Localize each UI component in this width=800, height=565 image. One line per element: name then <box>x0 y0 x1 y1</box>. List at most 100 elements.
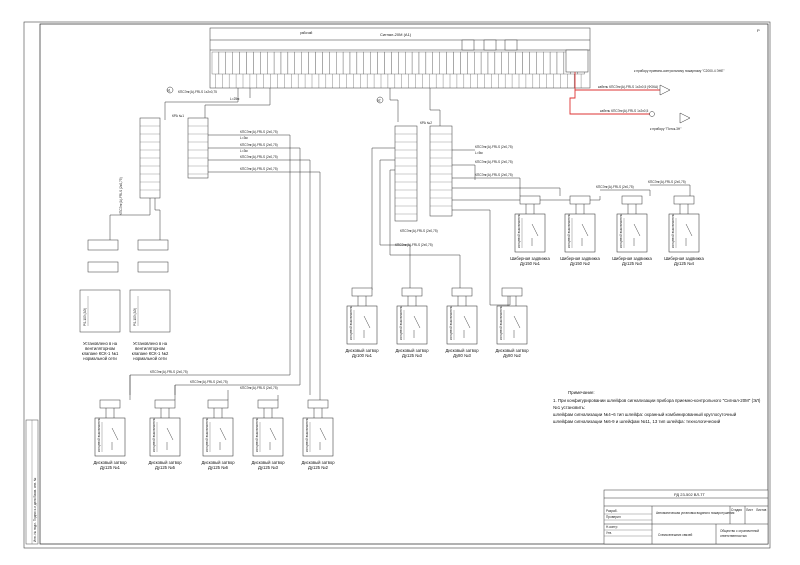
device-connector <box>673 195 695 205</box>
link-potok: к прибору "Поток-3Н" <box>650 127 681 131</box>
panel-terminal <box>391 51 399 75</box>
switch-contact-icon <box>531 223 539 246</box>
device-connector <box>351 287 373 297</box>
device-switch-label: концевой выключатель <box>619 213 623 248</box>
panel-terminal <box>253 51 261 75</box>
panel-terminal <box>336 51 344 75</box>
ref-a-label: а1 <box>167 89 171 93</box>
device-connector <box>257 399 279 409</box>
sheet-corner-label: P <box>757 28 760 33</box>
device-switch-box <box>446 305 478 345</box>
ref-b-label: а2 <box>377 99 381 103</box>
panel-terminal <box>329 51 337 75</box>
device-switch-box <box>346 305 378 345</box>
panel-terminal <box>267 51 275 75</box>
device-switch-label: концевой выключатель <box>152 417 156 452</box>
panel-terminal <box>460 51 468 75</box>
cable-jb-center-7: КПСЭнг(А)-FRLS (2х0,75) <box>395 243 433 247</box>
cable-label-bottom: КПСЭнг(А)-FRLS (2х0,75) <box>190 380 228 384</box>
panel-terminal <box>273 51 282 75</box>
switch-contact-icon <box>513 315 521 338</box>
title-block-code: РД 23-502 ВЛ-ТГ <box>674 492 706 497</box>
device-switch-box <box>94 417 126 457</box>
panel-terminal <box>474 51 482 75</box>
switch-contact-icon <box>219 427 227 450</box>
panel-terminal <box>467 51 475 75</box>
device-switch-box <box>564 213 596 253</box>
panel-terminal <box>480 51 489 75</box>
panel-terminal <box>301 51 309 75</box>
switch-contact-icon <box>269 427 277 450</box>
valve-sensors-left: РS-103 (АЭ) РS-103 (АЭ) Установлено в на… <box>79 239 171 361</box>
device-switch-box <box>252 417 284 457</box>
cable-len-left-2: L=3м <box>240 149 248 153</box>
title-role-4: Утв. <box>606 531 612 535</box>
switch-contact-icon <box>633 223 641 246</box>
cable-label-top-left: КПСЭнг(А)-FRLS 1х2х0,75 <box>178 90 217 94</box>
panel-terminal <box>446 51 454 75</box>
device-connector <box>401 287 423 297</box>
inner-frame <box>39 23 769 545</box>
panel-terminal <box>225 51 233 75</box>
upper-right-blocks <box>461 39 589 73</box>
device-switch-box <box>668 213 700 253</box>
red-signal-lines: кабель КПСЭнг(А)-FRLS 1х2х0,5 (ФОКА) каб… <box>569 69 724 131</box>
panel-terminal <box>487 51 496 75</box>
title-block-sheet-hdr: Лист <box>746 508 753 512</box>
device-connector <box>501 287 523 297</box>
device-switch-box <box>202 417 234 457</box>
cable-jb-center-3: КПСЭнг(А)-FRLS (2х0,75) <box>475 173 513 177</box>
switch-contact-icon <box>111 427 119 450</box>
device-switch-box <box>616 213 648 253</box>
device-connector <box>307 399 329 409</box>
device-switch-label: концевой выключатель <box>205 417 209 452</box>
device-switch-label: концевой выключатель <box>517 213 521 248</box>
panel-terminal <box>453 51 461 75</box>
device-switch-label: концевой выключатель <box>305 417 309 452</box>
junction-center-label: КРА №2 <box>420 121 432 125</box>
panel-terminal <box>522 51 530 75</box>
panel-terminal <box>211 51 220 75</box>
panel-terminal <box>246 51 254 75</box>
device-switch-box <box>149 417 181 457</box>
panel-terminal <box>349 51 358 75</box>
device-switch-box <box>396 305 428 345</box>
switch-contact-icon <box>463 315 471 338</box>
device-switch-label: концевой выключатель <box>567 213 571 248</box>
notes-line-4: шлейфам сигнализации №6-9 и шлейфам №11,… <box>553 419 721 424</box>
title-block-sheets-hdr: Листов <box>756 508 767 512</box>
title-role-3: Н.контр <box>606 525 618 529</box>
title-role-2: Проверил <box>606 515 621 519</box>
panel-terminal <box>529 51 537 75</box>
device-connector <box>99 399 121 409</box>
device-connector <box>207 399 229 409</box>
cable-jb-center-4: КПСЭнг(А)-FRLS (2х0,75) <box>596 185 634 189</box>
red-cable-bottom: кабель КПСЭнг(А)-FRLS 1х2х0,5 <box>600 109 648 113</box>
junction-box-center: КРА №2 КПСЭнг(А)-FRLS (2х0,75) КПСЭнг(А)… <box>371 121 691 306</box>
panel-terminal <box>356 51 364 75</box>
panel-terminal <box>294 51 302 75</box>
switch-contact-icon <box>685 223 693 246</box>
device-connector <box>621 195 643 205</box>
device-switch-label: концевой выключатель <box>671 213 675 248</box>
cable-jb-left-3: КПСЭнг(А)-FRLS (2х0,75) <box>240 155 278 159</box>
panel-terminal <box>425 51 433 75</box>
main-panel: Сигнал-20М (А1) рабочий <box>209 27 591 89</box>
